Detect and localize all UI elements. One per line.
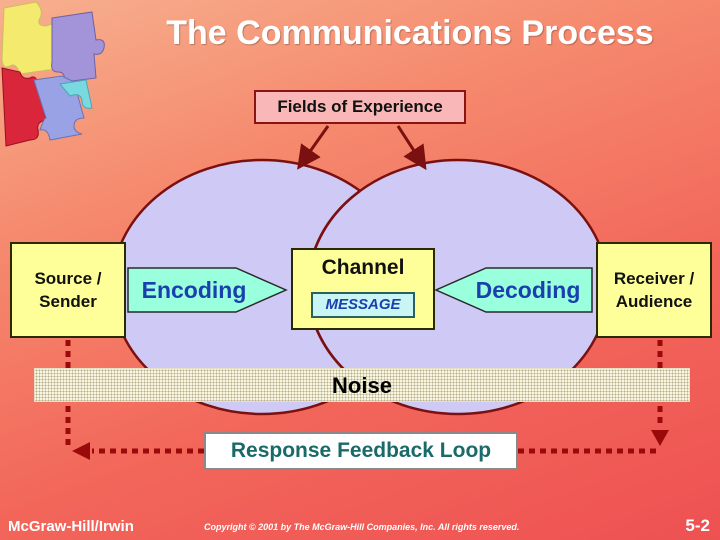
page-number: 5-2 — [685, 516, 710, 535]
foe-arrow-right — [396, 125, 427, 171]
footer-copyright: Copyright © 2001 by The McGraw-Hill Comp… — [204, 522, 520, 532]
channel-label: Channel — [321, 256, 405, 279]
response-feedback-loop-box: Response Feedback Loop — [204, 432, 518, 470]
fields-of-experience-box: Fields of Experience — [254, 90, 466, 124]
noise-label: Noise — [332, 373, 392, 398]
source-sender-box: Source / Sender — [10, 242, 126, 338]
foe-arrow-left — [297, 125, 330, 170]
feedback-arrowhead-down — [651, 430, 669, 446]
puzzle-piece-purple — [51, 11, 105, 83]
encoding-arrow — [127, 267, 288, 313]
source-label-line1: Source / — [34, 269, 102, 288]
receiver-label-line2: Audience — [615, 292, 693, 311]
noise-bar: Noise — [34, 368, 690, 402]
source-label-line2: Sender — [39, 292, 97, 311]
channel-box: Channel MESSAGE — [291, 248, 435, 330]
receiver-label-line1: Receiver / — [613, 269, 695, 288]
receiver-audience-box: Receiver / Audience — [596, 242, 712, 338]
feedback-arrowhead-left — [72, 442, 90, 460]
decoding-label: Decoding — [475, 277, 581, 303]
message-box: MESSAGE — [311, 292, 415, 318]
decoding-arrow — [434, 267, 593, 313]
footer-publisher: McGraw-Hill/Irwin — [8, 518, 134, 535]
puzzle-pieces-decoration — [1, 1, 105, 147]
puzzle-piece-cyan — [59, 79, 93, 109]
encoding-label: Encoding — [141, 277, 247, 303]
slide-title: The Communications Process — [166, 14, 654, 52]
